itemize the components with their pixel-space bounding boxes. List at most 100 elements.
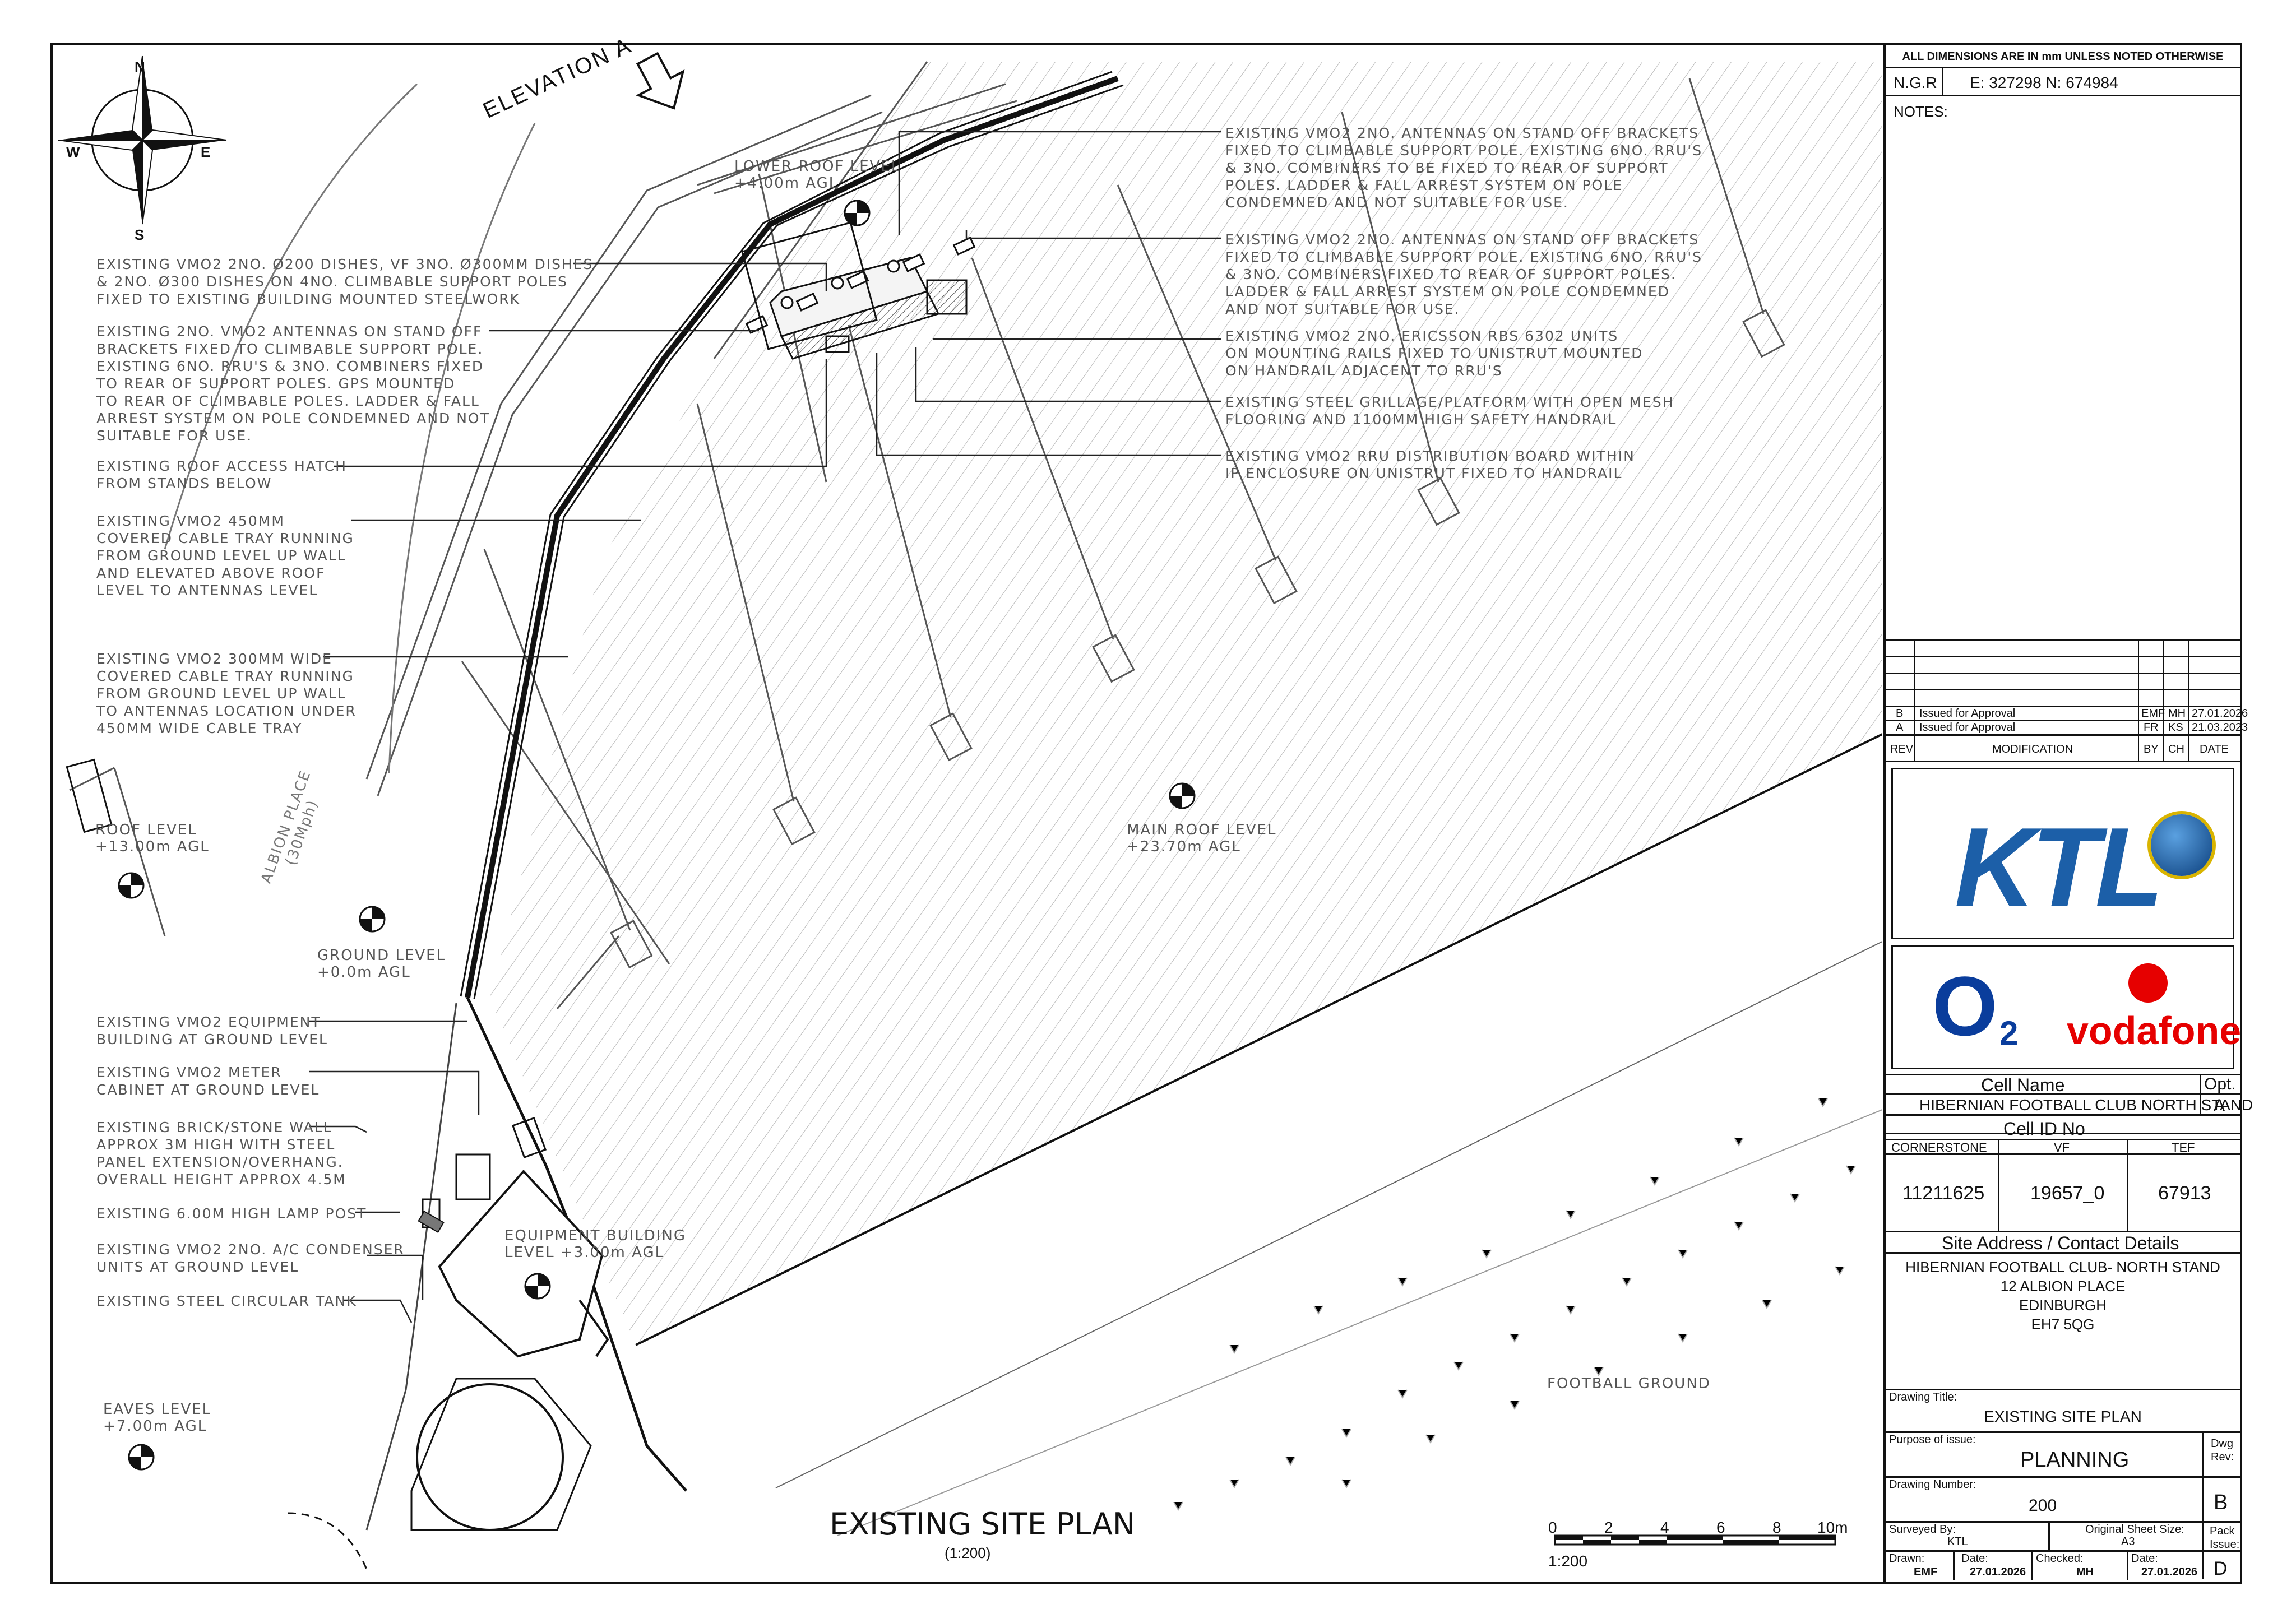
- roof-outlets: [483, 78, 1785, 969]
- scale-bar: [1554, 1534, 1836, 1546]
- surveyed-by: KTL: [1947, 1536, 1968, 1548]
- level-markers: [118, 200, 1196, 1471]
- cornerstone-label: CORNERSTONE: [1891, 1140, 1987, 1154]
- note-grillage: EXISTING STEEL GRILLAGE/PLATFORM WITH OP…: [1225, 394, 1674, 428]
- leaders-right: [876, 131, 1221, 456]
- address-line-1: HIBERNIAN FOOTBALL CLUB- NORTH STAND: [1905, 1259, 2220, 1276]
- drawn-date-label: Date:: [1961, 1552, 1988, 1565]
- note-lamp-post: EXISTING 6.00m HIGH LAMP POST: [96, 1205, 367, 1222]
- scale-tick: 10m: [1817, 1519, 1848, 1536]
- drawing-number-label: Drawing Number:: [1889, 1478, 1976, 1491]
- note-cable-tray-450: EXISTING VMO2 450mm COVERED CABLE TRAY R…: [96, 513, 354, 599]
- rev-b-date: 27.01.2026: [2192, 707, 2248, 720]
- cell-name-label: Cell Name: [1981, 1075, 2065, 1095]
- purpose: PLANNING: [2020, 1448, 2130, 1472]
- ngr-label: N.G.R: [1894, 74, 1937, 91]
- site-plan-drawing: [58, 52, 1882, 1570]
- rev-header: REV: [1890, 743, 1914, 755]
- compass-n: N: [135, 58, 145, 75]
- globe-icon: [2151, 814, 2212, 876]
- roof-level: ROOF LEVEL +13.00m AGL: [95, 822, 210, 855]
- main-roof-level: MAIN ROOF LEVEL +23.70m AGL: [1127, 822, 1277, 855]
- cable-tray: [460, 71, 1124, 999]
- compass-s: S: [135, 226, 145, 243]
- drawing-number: 200: [2029, 1496, 2057, 1515]
- rev-a-ch: KS: [2168, 721, 2183, 734]
- note-antennas-2: EXISTING VMO2 2No. ANTENNAS ON STAND OFF…: [1225, 231, 1703, 317]
- checked-label: Checked:: [2036, 1552, 2084, 1565]
- equipment-building-level: EQUIPMENT BUILDING LEVEL +3.00m AGL: [504, 1227, 687, 1261]
- scale-tick: 6: [1716, 1519, 1725, 1536]
- note-equipment-building: EXISTING VMO2 EQUIPMENT BUILDING AT GROU…: [96, 1014, 328, 1047]
- rev-b: B: [1896, 707, 1904, 720]
- by-header: BY: [2144, 743, 2159, 755]
- pack-issue: D: [2214, 1558, 2228, 1579]
- compass-w: W: [66, 143, 80, 160]
- rev-a-date: 21.03.2023: [2192, 721, 2248, 734]
- revision-table: B Issued for Approval EMF MH 27.01.2026 …: [1886, 639, 2248, 762]
- grass-pattern: [1173, 1098, 1856, 1511]
- note-ac-units: EXISTING VMO2 2No. A/C CONDENSER UNITS A…: [96, 1241, 405, 1275]
- note-cable-tray-300: EXISTING VMO2 300mm WIDE COVERED CABLE T…: [96, 651, 357, 736]
- cell-name: HIBERNIAN FOOTBALL CLUB NORTH STAND: [1919, 1096, 2253, 1114]
- surveyed-by-label: Surveyed By:: [1889, 1523, 1956, 1536]
- drawing-title-label: Drawing Title:: [1889, 1391, 1957, 1403]
- drawing-title: EXISTING SITE PLAN: [1984, 1408, 2142, 1425]
- vf-label: VF: [2054, 1140, 2070, 1154]
- title-block: ALL DIMENSIONS ARE IN mm UNLESS NOTED OT…: [1883, 45, 2253, 1582]
- mod-header: MODIFICATION: [1992, 743, 2073, 755]
- scale-tick: 8: [1772, 1519, 1781, 1536]
- cornerstone-id: 11211625: [1902, 1183, 1985, 1204]
- plan-title: EXISTING SITE PLAN: [830, 1506, 1136, 1542]
- tef-id: 67913: [2158, 1183, 2211, 1204]
- plan-scale: (1:200): [945, 1545, 991, 1561]
- note-antennas-1: EXISTING VMO2 2No. ANTENNAS ON STAND OFF…: [1225, 125, 1703, 211]
- rev-b-by: EMF: [2141, 707, 2165, 720]
- o2-logo-sub: 2: [1999, 1014, 2019, 1052]
- site-address-label: Site Address / Contact Details: [1942, 1233, 2179, 1253]
- sheet-size: A3: [2121, 1536, 2135, 1548]
- drawn-label: Drawn:: [1889, 1552, 1925, 1565]
- date-header: DATE: [2200, 743, 2229, 755]
- ktl-logo-box: KTL: [1891, 768, 2234, 939]
- note-wall: EXISTING BRICK/STONE WALL APPROX 3m HIGH…: [96, 1119, 346, 1188]
- rev-b-ch: MH: [2168, 707, 2186, 720]
- scale-ratio: 1:200: [1548, 1552, 1588, 1570]
- lower-roof-level: LOWER ROOF LEVEL +4.00m AGL: [734, 158, 901, 192]
- address-line-3: EDINBURGH: [2019, 1297, 2107, 1314]
- vodafone-logo: vodafone: [2067, 1009, 2242, 1052]
- pack-issue-label: Pack Issue:: [2210, 1525, 2240, 1551]
- note-dishes: EXISTING VMO2 2No. ø200 DISHES, VF 3No. …: [96, 256, 594, 307]
- sheet-size-label: Original Sheet Size:: [2085, 1523, 2184, 1536]
- address-line-4: EH7 5QG: [2031, 1316, 2095, 1333]
- cell-id-label: Cell ID No: [2003, 1119, 2085, 1139]
- scale-tick: 4: [1660, 1519, 1669, 1536]
- eaves-level: EAVES LEVEL +7.00m AGL: [103, 1401, 212, 1435]
- main-roof-hatch: [490, 62, 1882, 1345]
- dwg-rev-label: Dwg Rev:: [2211, 1437, 2234, 1463]
- drawn: EMF: [1914, 1566, 1938, 1578]
- opt-value: A: [2214, 1096, 2225, 1115]
- scale-tick: 0: [1548, 1519, 1557, 1536]
- elevation-arrow-icon: [636, 52, 685, 110]
- purpose-label: Purpose of issue:: [1889, 1434, 1976, 1446]
- drawing-frame: [50, 43, 2242, 1584]
- note-antennas-left: EXISTING 2No. VMO2 ANTENNAS ON STAND OFF…: [96, 323, 490, 444]
- vf-id: 19657_0: [2030, 1183, 2105, 1204]
- compass-e: E: [201, 143, 211, 160]
- note-ericsson: EXISTING VMO2 2No. ERICSSON RBS 6302 UNI…: [1225, 328, 1644, 379]
- operator-logos-box: O 2 vodafone: [1891, 945, 2241, 1069]
- notes-label: NOTES:: [1894, 103, 1948, 120]
- rev-a-mod: Issued for Approval: [1919, 721, 2016, 734]
- ktl-logo: KTL: [1955, 805, 2164, 930]
- opt-label: Opt.: [2204, 1075, 2236, 1093]
- o2-logo: O: [1932, 959, 1998, 1053]
- rev-a-by: FR: [2144, 721, 2159, 734]
- ch-header: CH: [2168, 743, 2184, 755]
- checked-date: 27.01.2026: [2141, 1566, 2198, 1578]
- checked-date-label: Date:: [2131, 1552, 2158, 1565]
- note-tank: EXISTING STEEL CIRCULAR TANK: [96, 1293, 357, 1309]
- rev-a: A: [1896, 721, 1904, 734]
- dwg-rev: B: [2214, 1491, 2228, 1514]
- checked: MH: [2076, 1566, 2094, 1578]
